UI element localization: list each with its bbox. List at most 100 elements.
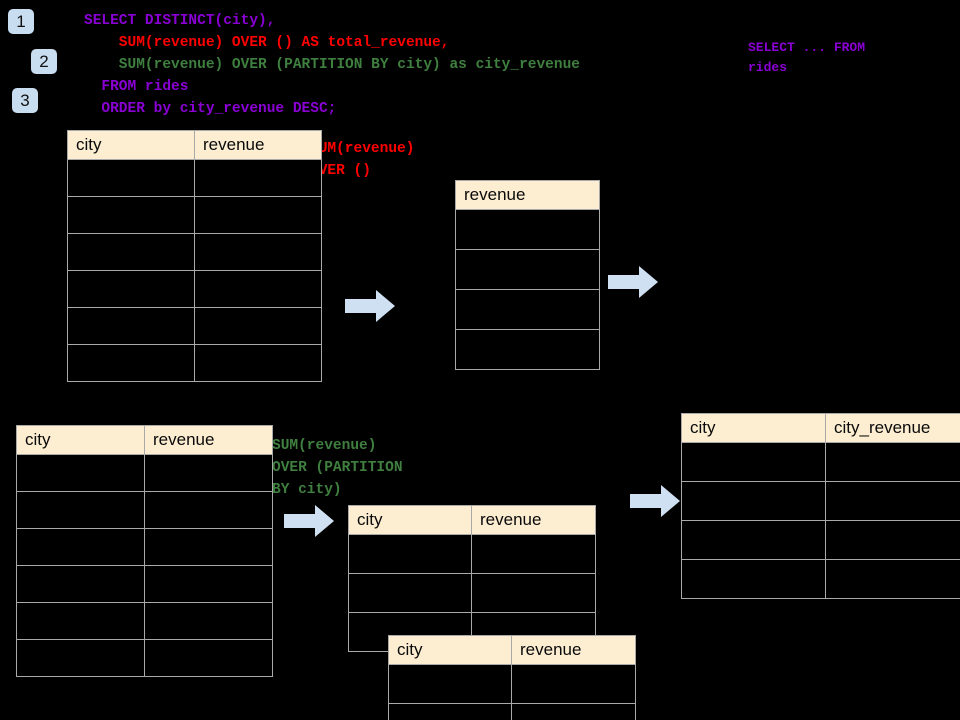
table-final-result: city city_revenue <box>681 413 960 599</box>
cell-revenue <box>144 454 273 492</box>
table-row <box>348 534 596 574</box>
table-row <box>681 481 960 521</box>
column-header-city: city <box>348 505 472 535</box>
annotation-total-revenue-line-1: SUM(revenue) <box>310 141 415 157</box>
sql-line-5: ORDER by city_revenue DESC; <box>84 101 337 117</box>
cell-city-revenue <box>825 520 960 560</box>
table-body <box>67 159 322 382</box>
column-header-city: city <box>67 130 195 160</box>
cell-revenue <box>144 491 273 529</box>
cell-revenue <box>144 565 273 603</box>
cell-city <box>388 703 512 720</box>
arrow-source-to-partition-icon <box>284 505 334 537</box>
table-partition-group-front: city revenue <box>388 635 636 720</box>
cell-revenue <box>511 664 636 704</box>
sql-line-2: SUM(revenue) OVER () AS total_revenue, <box>84 35 450 51</box>
cell-city <box>67 233 195 271</box>
table-row <box>681 520 960 560</box>
column-header-city-revenue: city_revenue <box>825 413 960 443</box>
cell-revenue <box>194 307 322 345</box>
table-row <box>16 528 273 566</box>
cell-city-revenue <box>825 481 960 521</box>
cell-revenue <box>194 159 322 197</box>
cell-revenue <box>471 534 596 574</box>
table-row <box>388 703 636 720</box>
cell-revenue <box>144 602 273 640</box>
cell-revenue <box>455 209 600 250</box>
table-row <box>388 664 636 704</box>
step-badge-3-label: 3 <box>20 91 30 110</box>
annotation-city-revenue-line-2: OVER (PARTITION <box>272 460 403 476</box>
table-row <box>681 559 960 599</box>
sql-side-note-line-1: SELECT ... FROM <box>748 40 866 55</box>
arrow-source-to-total-icon <box>345 290 395 322</box>
cell-city <box>67 159 195 197</box>
cell-revenue <box>455 289 600 330</box>
step-badge-1: 1 <box>8 9 34 34</box>
cell-city-revenue <box>825 442 960 482</box>
table-row <box>16 565 273 603</box>
cell-revenue <box>455 329 600 370</box>
cell-city <box>16 491 145 529</box>
cell-city <box>16 602 145 640</box>
table-row <box>681 442 960 482</box>
column-header-city: city <box>388 635 512 665</box>
table-row <box>455 329 600 370</box>
cell-city <box>16 565 145 603</box>
annotation-city-revenue-line-3: BY city) <box>272 482 342 498</box>
cell-city <box>681 520 826 560</box>
sql-line-1: SELECT DISTINCT(city), <box>84 13 276 29</box>
table-row <box>67 344 322 382</box>
cell-city <box>67 270 195 308</box>
cell-city <box>681 481 826 521</box>
table-rides-source-bottom: city revenue <box>16 425 273 677</box>
table-row <box>455 289 600 330</box>
cell-city-revenue <box>825 559 960 599</box>
cell-city <box>67 196 195 234</box>
table-header-row: city city_revenue <box>681 413 960 443</box>
table-body <box>455 209 600 370</box>
step-badge-2-label: 2 <box>39 52 49 71</box>
arrow-partition-to-final-icon <box>630 485 680 517</box>
table-row <box>67 196 322 234</box>
column-header-revenue: revenue <box>144 425 273 455</box>
table-body <box>681 442 960 599</box>
table-row <box>16 639 273 677</box>
cell-city <box>16 639 145 677</box>
table-total-revenue-result: revenue <box>455 180 600 370</box>
annotation-city-revenue: SUM(revenue) OVER (PARTITION BY city) <box>272 435 403 501</box>
table-header-row: revenue <box>455 180 600 210</box>
annotation-total-revenue: SUM(revenue) OVER () <box>310 138 414 182</box>
sql-side-note-line-2: rides <box>748 60 788 75</box>
table-header-row: city revenue <box>348 505 596 535</box>
cell-revenue <box>144 528 273 566</box>
table-row <box>455 249 600 290</box>
column-header-revenue: revenue <box>511 635 636 665</box>
cell-city <box>348 573 472 613</box>
step-badge-2: 2 <box>31 49 57 74</box>
column-header-city: city <box>16 425 145 455</box>
table-header-row: city revenue <box>388 635 636 665</box>
step-badge-1-label: 1 <box>16 12 26 31</box>
column-header-revenue: revenue <box>471 505 596 535</box>
step-badge-3: 3 <box>12 88 38 113</box>
table-body <box>388 664 636 720</box>
sql-line-4: FROM rides <box>84 79 189 95</box>
right-arrow-icon <box>630 485 680 517</box>
right-arrow-icon <box>608 266 658 298</box>
table-row <box>67 233 322 271</box>
column-header-city: city <box>681 413 826 443</box>
column-header-revenue: revenue <box>194 130 322 160</box>
cell-city <box>348 534 472 574</box>
cell-revenue <box>144 639 273 677</box>
cell-city <box>16 454 145 492</box>
table-row <box>67 307 322 345</box>
table-row <box>16 454 273 492</box>
column-header-revenue: revenue <box>455 180 600 210</box>
table-row <box>348 573 596 613</box>
cell-revenue <box>194 196 322 234</box>
cell-city <box>388 664 512 704</box>
table-row <box>67 159 322 197</box>
table-partition-group-back: city revenue <box>348 505 596 652</box>
